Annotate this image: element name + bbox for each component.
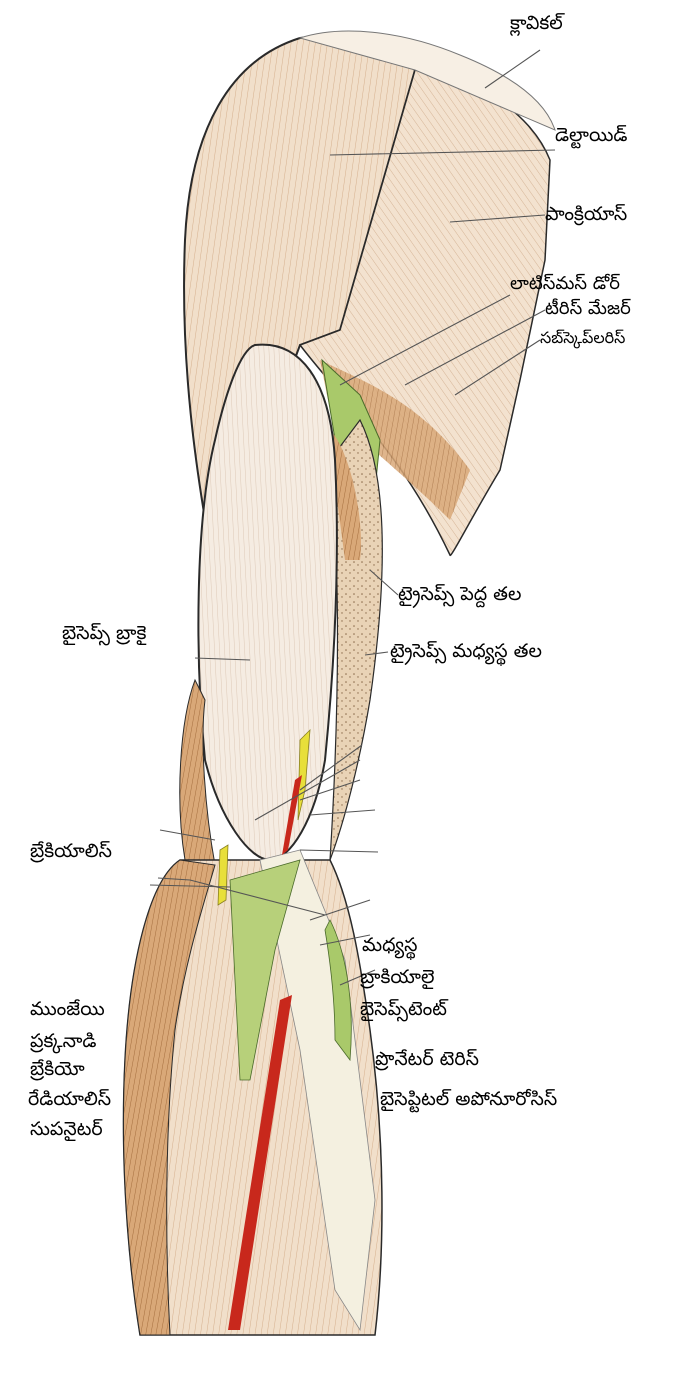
label-triceps-medial-head: ట్రైసెప్స్ మధ్యస్థ తల xyxy=(390,642,542,661)
label-radial-nerve: ప్రక్కనాడి xyxy=(30,1032,96,1051)
label-brachio: బ్రేకియో xyxy=(30,1060,85,1079)
label-deltoid: డెల్టాయిడ్ xyxy=(555,126,627,145)
label-subscapularis: సబ్‌స్కెప్‌లరిస్ xyxy=(540,330,625,346)
label-brachialis-2: బ్రాకియాలై xyxy=(360,968,434,987)
label-triceps-long-head: ట్రైసెప్స్ పెద్ద తల xyxy=(398,585,521,604)
label-supinator: సుపనైటర్ xyxy=(30,1120,103,1139)
biceps-brachii xyxy=(198,345,337,860)
label-radialis: రేడియాలిస్ xyxy=(28,1090,111,1109)
label-pancreas: పాంక్రియాస్ xyxy=(545,205,627,224)
label-wrist: ముంజేయి xyxy=(30,1000,105,1019)
label-brachialis: బ్రేకియాలిస్ xyxy=(30,842,112,861)
label-clavicle: క్లావికల్ xyxy=(510,14,563,33)
label-biceps-brachii: బైసెప్స్ బ్రాకై xyxy=(62,624,146,643)
label-teres-major: టీరిస్ మేజర్ xyxy=(545,300,631,318)
label-latissimus-dorsi: లాటిస్‌మస్ డోర్ xyxy=(510,275,620,293)
label-medial: మధ్యస్థ xyxy=(362,936,417,955)
label-pronator-teres: ప్రొనేటర్ టెరిస్ xyxy=(375,1050,479,1069)
radial-nerve xyxy=(218,845,228,905)
label-biceps-tendon: బైసెప్స్‌టెంట్ xyxy=(360,1000,447,1019)
label-bicipital-aponeurosis: బైసెప్టిటల్ అపోనూరోసిస్ xyxy=(380,1090,557,1109)
